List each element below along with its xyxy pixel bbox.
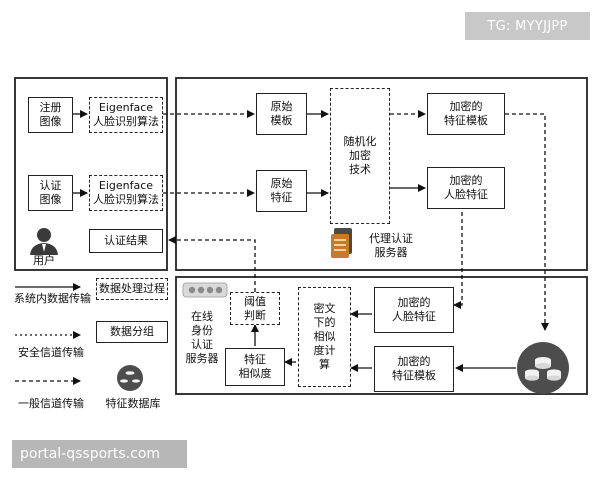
user-client-region bbox=[14, 77, 168, 271]
raw-feature-box: 原始 特征 bbox=[256, 170, 307, 212]
arrow-threshold-to-result bbox=[168, 236, 256, 292]
enc-face-feature-box: 加密的 人脸特征 bbox=[427, 167, 505, 209]
arrow-enc-feature-down bbox=[453, 212, 463, 309]
enc-template-box: 加密的 特征模板 bbox=[427, 93, 505, 135]
auth-image-box: 认证 图像 bbox=[28, 175, 73, 211]
ciphertext-similarity-box: 密文 下的 相似 度计 算 bbox=[298, 287, 351, 387]
online-enc-template-box: 加密的 特征模板 bbox=[374, 346, 454, 392]
online-enc-feature-box: 加密的 人脸特征 bbox=[374, 287, 454, 333]
legend-secure-channel-label: 安全信道传输 bbox=[18, 346, 84, 359]
online-server-region bbox=[175, 276, 588, 395]
watermark-top-right: TG: MYYJJPP bbox=[465, 12, 590, 40]
legend-general-channel-label: 一般信道传输 bbox=[18, 397, 84, 410]
feature-similarity-box: 特征 相似度 bbox=[225, 348, 285, 386]
proxy-server-label: 代理认证 服务器 bbox=[369, 232, 413, 259]
online-server-label: 在线 身份 认证 服务器 bbox=[185, 310, 219, 365]
user-label: 用户 bbox=[33, 254, 55, 267]
eigenface-box-2: Eigenface 人脸识别算法 bbox=[89, 175, 163, 211]
online-server-icon bbox=[182, 282, 228, 298]
user-avatar-icon bbox=[30, 228, 58, 255]
random-encrypt-box: 随机化 加密 技术 bbox=[330, 88, 390, 224]
eigenface-box-1: Eigenface 人脸识别算法 bbox=[89, 97, 163, 133]
proxy-server-region bbox=[175, 77, 588, 271]
watermark-bottom-left: portal-qssports.com bbox=[12, 440, 187, 468]
threshold-box: 阈值 判断 bbox=[230, 292, 280, 325]
auth-result-box: 认证结果 bbox=[89, 229, 163, 253]
legend-data-process-box: 数据处理过程 bbox=[96, 278, 168, 300]
proxy-server-icon bbox=[331, 228, 352, 258]
raw-template-box: 原始 模板 bbox=[256, 93, 307, 135]
legend-database-icon bbox=[117, 365, 143, 391]
legend-feature-db-label: 特征数据库 bbox=[105, 397, 161, 410]
feature-database-icon bbox=[517, 342, 569, 394]
register-image-box: 注册 图像 bbox=[28, 97, 73, 133]
legend-internal-transfer-label: 系统内数据传输 bbox=[14, 292, 91, 305]
arrow-enc-template-to-db bbox=[505, 113, 549, 331]
legend-data-group-box: 数据分组 bbox=[96, 321, 168, 343]
